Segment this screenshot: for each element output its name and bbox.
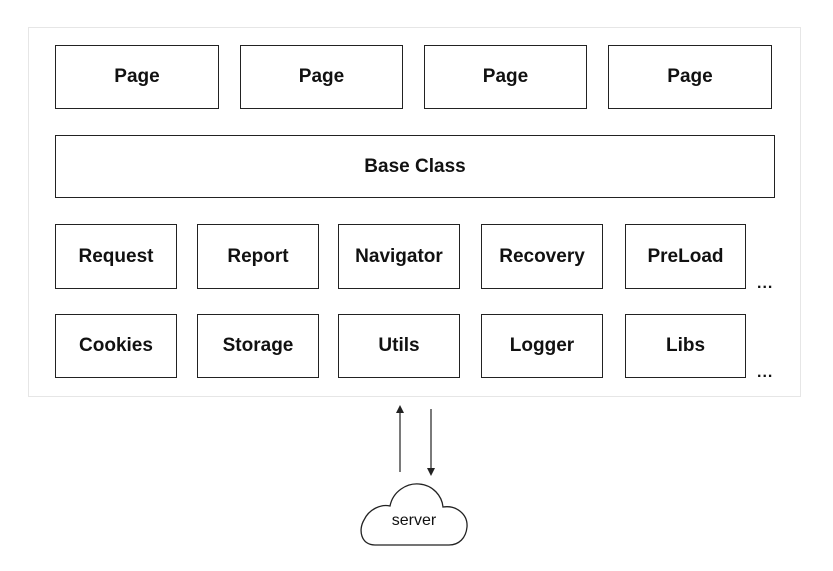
module-label: Utils — [378, 335, 420, 356]
module-recovery-box: Recovery — [481, 224, 603, 289]
server-label: server — [391, 512, 437, 529]
cloud-icon — [360, 483, 468, 546]
page-label: Page — [667, 66, 713, 87]
page-box-3: Page — [424, 45, 587, 109]
base-class-label: Base Class — [364, 155, 466, 177]
module-label: Recovery — [499, 245, 585, 267]
page-label: Page — [114, 66, 160, 87]
architecture-frame — [28, 27, 801, 397]
module-utils-box: Utils — [338, 314, 460, 378]
page-label: Page — [298, 66, 345, 87]
module-label: Cookies — [79, 335, 153, 356]
module-cookies-box: Cookies — [55, 314, 177, 378]
module-label: Report — [227, 245, 289, 267]
module-storage-box: Storage — [197, 314, 319, 378]
page-box-4: Page — [608, 45, 772, 109]
module-label: Logger — [509, 335, 575, 356]
module-request-box: Request — [55, 224, 177, 289]
module-label: Navigator — [355, 245, 443, 267]
base-class-box: Base Class — [55, 135, 775, 198]
page-box-1: Page — [55, 45, 219, 109]
more-modules-marker: ... — [757, 364, 774, 381]
module-navigator-box: Navigator — [338, 224, 460, 289]
page-label: Page — [482, 66, 529, 87]
module-label: PreLoad — [647, 245, 724, 267]
module-preload-box: PreLoad — [625, 224, 746, 289]
more-modules-marker: ... — [757, 275, 774, 292]
module-label: Request — [78, 245, 154, 267]
module-logger-box: Logger — [481, 314, 603, 378]
module-report-box: Report — [197, 224, 319, 289]
module-label: Storage — [222, 335, 294, 356]
module-libs-box: Libs — [625, 314, 746, 378]
module-label: Libs — [665, 335, 706, 356]
page-box-2: Page — [240, 45, 403, 109]
